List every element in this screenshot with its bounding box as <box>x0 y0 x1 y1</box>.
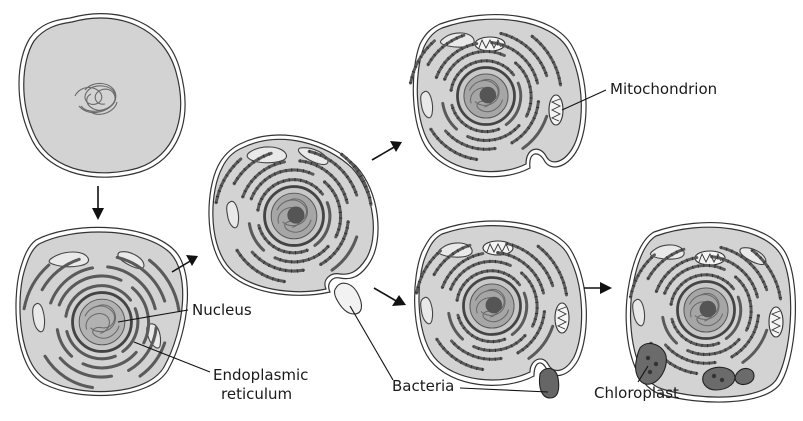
arrow-to-plant-cell <box>584 282 612 294</box>
arrow-down-step1 <box>92 186 104 220</box>
label-mitochondrion-group: Mitochondrion <box>561 80 717 111</box>
mitochondrion-side <box>554 302 570 334</box>
nucleus <box>456 66 516 126</box>
cell-engulfing-second <box>414 220 587 399</box>
photosynthetic-bacterium <box>538 367 560 399</box>
free-dna <box>74 82 118 115</box>
cell-nucleated <box>15 226 188 397</box>
nucleus <box>462 276 522 336</box>
label-bacteria-group: Bacteria <box>349 305 549 395</box>
label-nucleus-group: Nucleus <box>117 301 252 323</box>
arrow-to-plant-precursor <box>373 287 406 306</box>
cell-with-chloroplasts <box>625 222 797 403</box>
mitochondrion-side <box>768 306 784 338</box>
label-nucleus: Nucleus <box>192 301 252 319</box>
label-chloroplast-group: Chloroplast <box>594 365 679 402</box>
label-chloroplast: Chloroplast <box>594 384 679 402</box>
label-mitochondrion: Mitochondrion <box>610 80 717 98</box>
label-reticulum: reticulum <box>221 385 292 403</box>
cell-engulfing <box>208 134 379 315</box>
cell-ancestral <box>18 13 186 178</box>
nucleus-forming <box>71 291 133 353</box>
nucleus <box>676 280 736 340</box>
label-bacteria: Bacteria <box>392 377 454 395</box>
label-endoplasmic: Endoplasmic <box>213 366 308 384</box>
nucleus <box>263 185 325 247</box>
arrow-to-engulfing-cell <box>171 255 198 273</box>
chloroplast-3 <box>734 367 755 386</box>
label-er-group: Endoplasmic reticulum <box>133 341 308 403</box>
bacterium-being-engulfed <box>333 282 363 315</box>
mitochondrion-side <box>548 94 564 126</box>
arrow-to-animal-cell <box>371 141 402 161</box>
chloroplast-2 <box>702 366 736 391</box>
cell-with-mitochondria <box>411 14 587 178</box>
